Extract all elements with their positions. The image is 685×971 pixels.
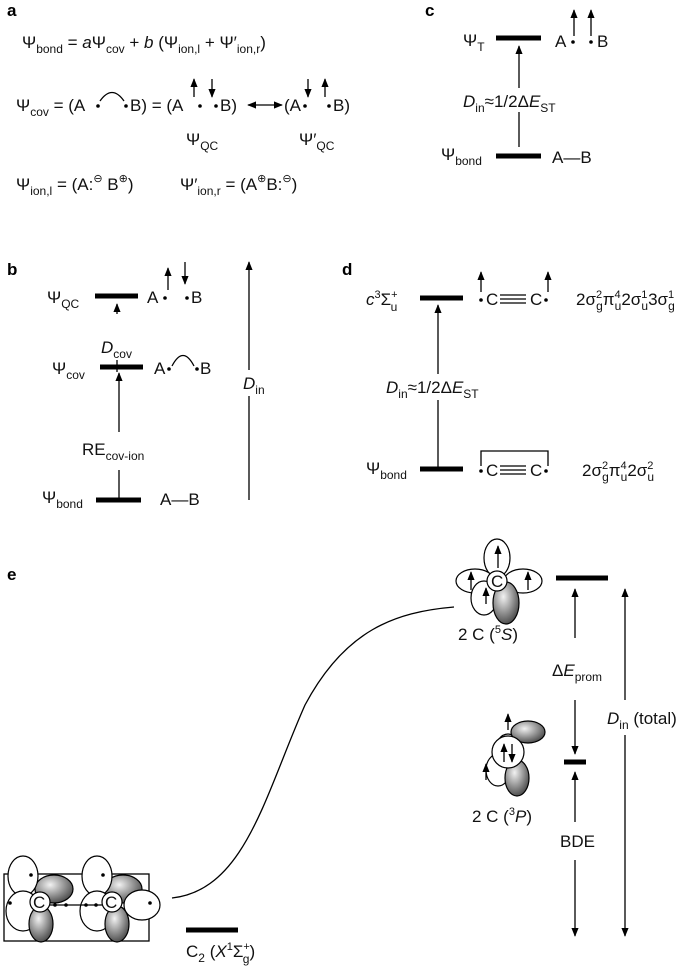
panel-e-label: e	[7, 565, 16, 584]
panel-b-label: b	[7, 260, 17, 279]
panel-a: a Ψbond = aΨcov + b (Ψion,l + Ψ′ion,r) Ψ…	[7, 1, 350, 198]
svg-text:B) = (A: B) = (A	[130, 96, 184, 115]
svg-text:(A: (A	[284, 96, 302, 115]
psi-qc-prime-label: Ψ′QC	[299, 130, 335, 153]
panel-d-label: d	[342, 260, 352, 279]
psi-t-label: ΨT	[463, 31, 485, 54]
psi-cov-label: Ψcov = (A	[16, 96, 86, 119]
atom-c-left: C	[33, 893, 45, 912]
atom-c-right: C	[105, 893, 117, 912]
panel-e: e C 2 C (5S) 2 C	[3, 538, 677, 966]
svg-text:B: B	[191, 288, 202, 307]
psi-qc-label: ΨQC	[186, 130, 219, 153]
svg-text:B: B	[597, 32, 608, 51]
din-est-gap-c: Din≈1/2ΔEST	[463, 92, 556, 115]
c3sigma-label: c3Σ+u	[366, 289, 398, 314]
din-est-gap-d: Din≈1/2ΔEST	[386, 378, 479, 401]
svg-text:B): B)	[333, 96, 350, 115]
psi-ion-r-equation: Ψ′ion,r = (A⊕B:⊖)	[180, 173, 297, 198]
svg-text:C: C	[530, 461, 542, 480]
svg-text:B: B	[200, 359, 211, 378]
svg-text:C: C	[486, 290, 498, 309]
psi-bond-d-label: Ψbond	[366, 459, 407, 482]
c2-molecule: C C	[3, 855, 161, 943]
svg-text:A: A	[147, 288, 159, 307]
d-in-total-b: Din	[243, 374, 265, 397]
atom-c-5s: C	[491, 572, 503, 591]
d-cov-gap: Dcov	[101, 338, 132, 361]
psi-bond-b-label: Ψbond	[42, 488, 83, 511]
delta-e-prom-gap: ΔEprom	[552, 661, 602, 684]
state-c2: C2 (X1Σ+g)	[186, 941, 255, 966]
psi-bond-equation: Ψbond = aΨcov + b (Ψion,l + Ψ′ion,r)	[22, 33, 266, 56]
svg-text:A—B: A—B	[160, 490, 200, 509]
psi-bond-c-label: Ψbond	[441, 145, 482, 168]
bde-gap: BDE	[560, 832, 595, 851]
psi-ion-l-equation: Ψion,l = (A:⊖ B⊕)	[16, 173, 134, 198]
panel-c: c ΨT A B Din≈1/2ΔEST Ψbond A—B	[425, 1, 608, 168]
psi-qc-b-label: ΨQC	[47, 288, 80, 311]
state-5s: 2 C (5S)	[458, 624, 518, 644]
svg-text:A: A	[555, 32, 567, 51]
panel-a-label: a	[7, 1, 17, 20]
state-3p: 2 C (3P)	[472, 806, 532, 826]
d-in-total-e: Din (total)	[607, 709, 677, 732]
correlation-curve	[171, 606, 455, 899]
svg-text:C: C	[486, 461, 498, 480]
svg-text:A: A	[154, 359, 166, 378]
carbon-3p-orbitals	[482, 713, 546, 797]
svg-text:A—B: A—B	[552, 148, 592, 167]
psi-cov-b-label: Ψcov	[52, 359, 85, 382]
carbon-5s-orbitals: C	[455, 538, 543, 625]
panel-c-label: c	[425, 1, 434, 20]
svg-text:C: C	[530, 290, 542, 309]
panel-b: b ΨQC A B Dcov Ψcov A B REcov-ion Ψbond …	[7, 260, 272, 511]
svg-text:B): B)	[220, 96, 237, 115]
